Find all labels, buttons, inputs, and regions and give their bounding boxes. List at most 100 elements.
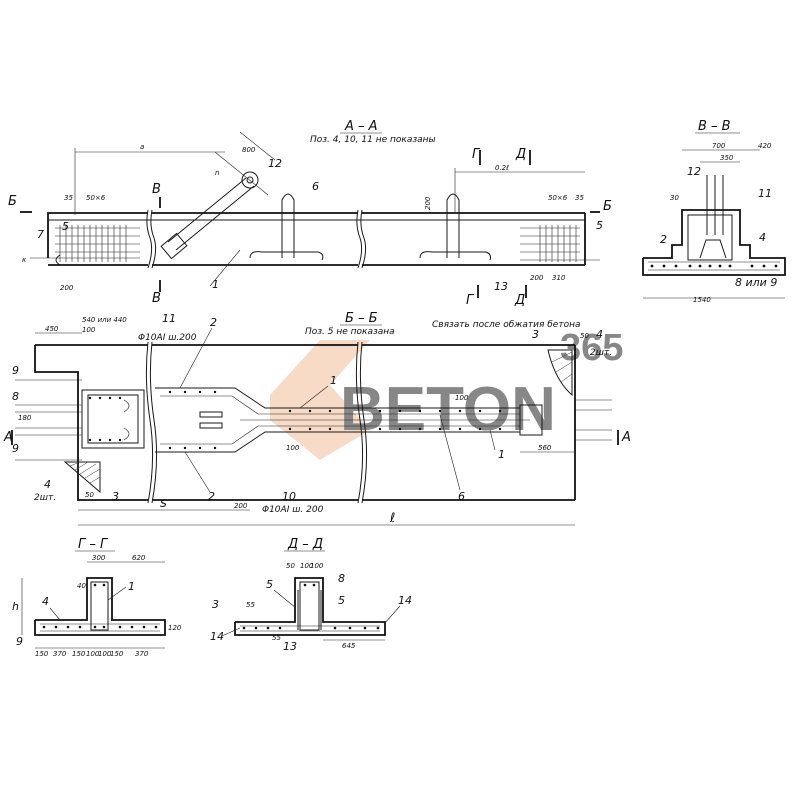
rebar_notes-two_pcs-label: 2шт. bbox=[34, 493, 56, 503]
section_marks-v-label: В bbox=[152, 182, 161, 197]
section_marks-a-label: А bbox=[3, 430, 13, 445]
watermark-brand: BETON bbox=[340, 375, 556, 444]
dimensions-d100-label: 100 bbox=[98, 650, 112, 658]
positions-10-label: 11 bbox=[162, 312, 176, 325]
dimensions-d100-label: 100 bbox=[286, 444, 300, 452]
positions-1-label: 2 bbox=[210, 316, 217, 329]
positions-8-label: 9 bbox=[12, 364, 19, 377]
dimensions-d200-label: 200 bbox=[424, 196, 432, 210]
dimensions-n-label: n bbox=[215, 169, 219, 177]
dimensions-d370-label: 370 bbox=[53, 650, 67, 658]
sections-bb-note-label: Поз. 5 не показана bbox=[305, 327, 395, 337]
dimensions-d620-label: 620 bbox=[132, 554, 146, 562]
positions-3-label: 4 bbox=[42, 595, 49, 608]
positions-8-label: 9 bbox=[12, 442, 19, 455]
dimensions-d100-label: 100 bbox=[300, 562, 314, 570]
positions-0-label: 1 bbox=[212, 278, 219, 291]
dimensions-d50x6-label: 50×6 bbox=[86, 194, 106, 202]
positions-13-label: 14 bbox=[210, 630, 224, 643]
positions-9-label: 10 bbox=[282, 490, 296, 503]
section_marks-a-label: А bbox=[621, 430, 631, 445]
lifting-strut bbox=[160, 131, 276, 260]
section_marks-g-label: Г bbox=[472, 147, 481, 162]
section-vv: В – В 700 420 350 30 1540 12 11 2 4 8 ил… bbox=[642, 119, 786, 304]
positions-0-label: 1 bbox=[128, 580, 135, 593]
positions-12-label: 13 bbox=[283, 640, 297, 653]
section_marks-d-label: Д bbox=[515, 147, 526, 162]
section-aa-note: Поз. 4, 10, 11 не показаны bbox=[310, 135, 436, 145]
positions-1-label: 2 bbox=[208, 490, 215, 503]
watermark-logo-shape bbox=[270, 340, 370, 460]
section_marks-v-label: В bbox=[152, 291, 161, 306]
dimensions-d100-label: 100 bbox=[310, 562, 324, 570]
sections-dd-title-label: Д – Д bbox=[287, 537, 323, 552]
dimensions-d150-label: 150 bbox=[35, 650, 49, 658]
dimensions-d150-label: 150 bbox=[110, 650, 124, 658]
dimensions-d55-label: 55 bbox=[246, 601, 255, 609]
positions-10-label: 11 bbox=[758, 187, 772, 200]
hatched-corner-right bbox=[547, 349, 573, 397]
dimensions-d50x6-label: 50×6 bbox=[548, 194, 568, 202]
rebar_notes-pos11-label: Φ10АⅠ ш.200 bbox=[138, 333, 197, 343]
section-aa-title: А – А bbox=[344, 119, 378, 134]
rebar_notes-two_pcs-label: 2шт. bbox=[590, 348, 612, 358]
lifting-loop-right bbox=[419, 193, 491, 261]
positions-0-label: 1 bbox=[330, 374, 337, 387]
section_marks-b-label: Б bbox=[8, 194, 17, 209]
dimensions-d100-label: 100 bbox=[82, 326, 96, 334]
positions-5-label: 6 bbox=[458, 490, 465, 503]
positions-4-label: 5 bbox=[596, 219, 603, 232]
dimensions-d30-label: 30 bbox=[670, 194, 679, 202]
dimensions-d1540-label: 1540 bbox=[693, 296, 711, 304]
dimensions-d560-label: 560 bbox=[538, 444, 552, 452]
section-dd: Д – Д 50 100 100 645 55 55 5 8 5 3 14 14… bbox=[210, 537, 412, 653]
dimensions-d300-label: 300 bbox=[92, 554, 106, 562]
dimensions-d350-label: 350 bbox=[720, 154, 734, 162]
dimensions-d700-label: 700 bbox=[712, 142, 726, 150]
dimensions-d35-label: 35 bbox=[64, 194, 73, 202]
dimensions-d180-label: 180 bbox=[18, 414, 32, 422]
dimensions-d100-label: 100 bbox=[455, 394, 469, 402]
positions-0-label: 1 bbox=[498, 448, 505, 461]
dimensions-k-label: к bbox=[22, 256, 27, 264]
dimensions-d02l-label: 0.2ℓ bbox=[495, 164, 509, 172]
positions-4-label: 5 bbox=[266, 578, 273, 591]
positions-3-label: 4 bbox=[44, 478, 51, 491]
dimensions-d450-label: 450 bbox=[45, 325, 59, 333]
dimensions-d100-label: 100 bbox=[86, 650, 100, 658]
dimensions-d645-label: 645 bbox=[342, 642, 356, 650]
dimensions-h-label: h bbox=[12, 600, 19, 613]
section_marks-b-label: Б bbox=[603, 199, 612, 214]
section_marks-g-label: Г bbox=[466, 293, 475, 308]
dimensions-d50-label: 50 bbox=[85, 491, 94, 499]
positions-4-label: 5 bbox=[338, 594, 345, 607]
sections-bb-tie_note-label: Связать после обжатия бетона bbox=[432, 320, 580, 330]
sections-gg-title-label: Г – Г bbox=[78, 537, 109, 552]
dimensions-d200-label: 200 bbox=[234, 502, 248, 510]
dimensions-d50-label: 50 bbox=[580, 332, 589, 340]
dimensions-d150-label: 150 bbox=[72, 650, 86, 658]
dimensions-d800-label: 800 bbox=[242, 146, 256, 154]
rebar_notes-pos8_9-label: 8 или 9 bbox=[735, 276, 777, 289]
dimensions-d370-label: 370 bbox=[135, 650, 149, 658]
rebar_notes-pos10-label: Φ10АⅠ ш. 200 bbox=[262, 505, 324, 515]
dimensions-a-label: a bbox=[140, 143, 144, 151]
positions-3-label: 4 bbox=[596, 328, 603, 341]
section-aa: А – А Поз. 4, 10, 11 не показаны bbox=[8, 119, 612, 308]
positions-2-label: 3 bbox=[112, 490, 119, 503]
positions-7-label: 8 bbox=[12, 390, 19, 403]
positions-6-label: 7 bbox=[37, 228, 44, 241]
dimensions-l-label: ℓ bbox=[389, 511, 395, 526]
positions-1-label: 2 bbox=[660, 233, 667, 246]
positions-4-label: 5 bbox=[62, 220, 69, 233]
positions-2-label: 3 bbox=[532, 328, 539, 341]
positions-13-label: 14 bbox=[398, 594, 412, 607]
sections-vv-title-label: В – В bbox=[698, 119, 731, 134]
dimensions-d540_440-label: 540 или 440 bbox=[82, 316, 127, 324]
positions-5-label: 6 bbox=[312, 180, 319, 193]
positions-3-label: 4 bbox=[759, 231, 766, 244]
positions-11-label: 12 bbox=[687, 165, 701, 178]
section_marks-d-label: Д bbox=[514, 293, 525, 308]
dimensions-d35-label: 35 bbox=[575, 194, 584, 202]
